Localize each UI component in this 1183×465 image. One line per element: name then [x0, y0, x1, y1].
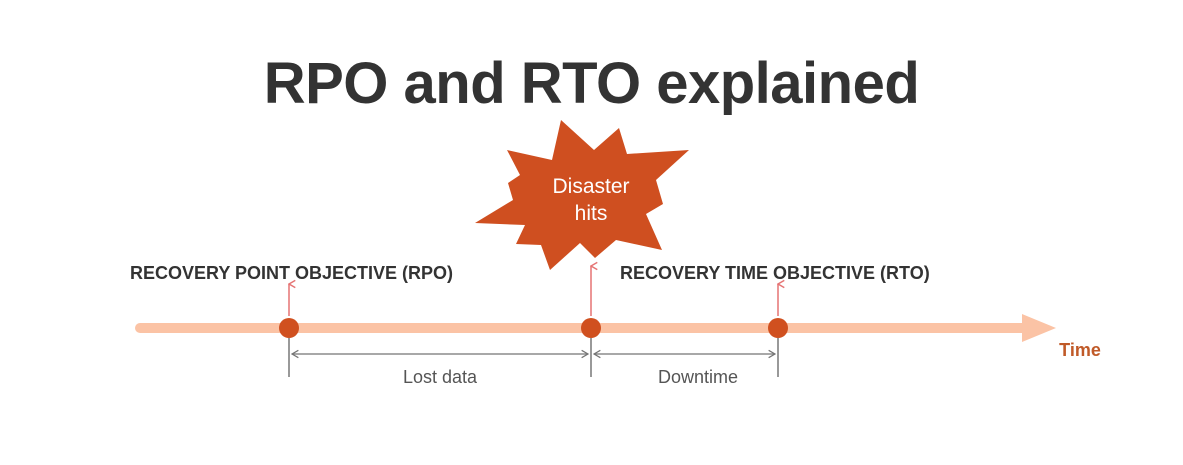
rto-label: RECOVERY TIME OBJECTIVE (RTO) — [620, 263, 930, 283]
rto-point — [768, 318, 788, 338]
timeline-arrowhead — [1022, 314, 1056, 342]
lost-data-label: Lost data — [403, 367, 478, 387]
downtime-label: Downtime — [658, 367, 738, 387]
disaster-label-line1: Disaster — [552, 175, 629, 198]
disaster-label-line2: hits — [575, 202, 608, 225]
disaster-burst: Disaster hits — [475, 120, 689, 270]
rpo-point — [279, 318, 299, 338]
time-label: Time — [1059, 340, 1101, 360]
rpo-label: RECOVERY POINT OBJECTIVE (RPO) — [130, 263, 453, 283]
burst-shape — [475, 120, 689, 270]
disaster-point — [581, 318, 601, 338]
page-title: RPO and RTO explained — [263, 51, 920, 116]
